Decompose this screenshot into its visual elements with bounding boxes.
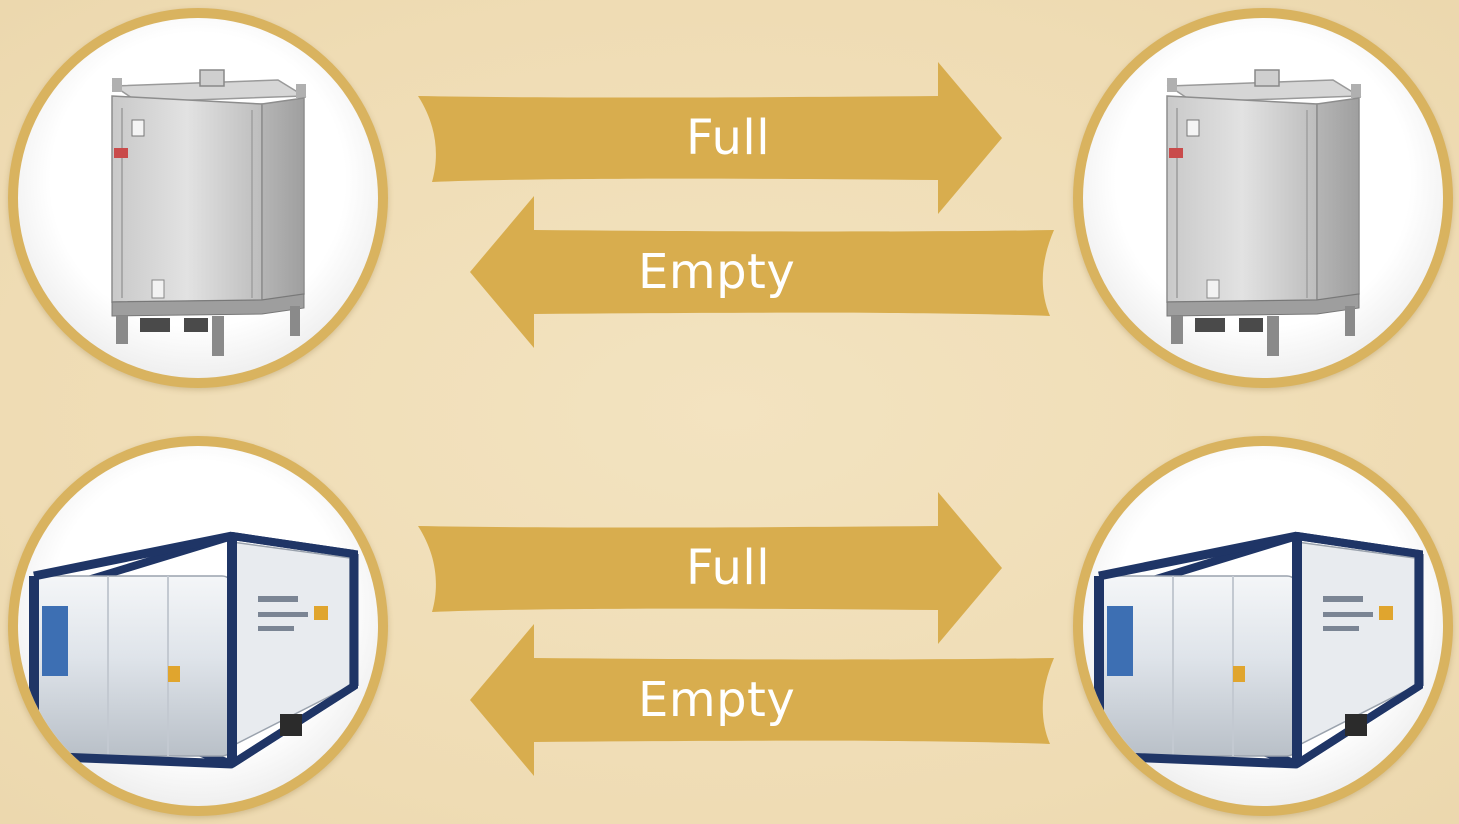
ibc-tote-left-circle [8,8,388,388]
iso-tank-right-circle [1073,436,1453,816]
arrow-label-empty-row2: Empty [638,672,796,728]
arrow-empty-row1: Empty [462,192,1062,352]
arrow-label-full-row2: Full [686,540,771,596]
arrow-full-row1: Full [410,58,1010,218]
iso-tank-container-icon [1094,531,1424,769]
arrow-label-full-row1: Full [686,110,771,166]
arrow-empty-row2: Empty [462,620,1062,780]
ibc-tote-right-circle [1073,8,1453,388]
ibc-tote-container-icon [1166,69,1362,356]
ibc-tote-container-icon [111,69,307,356]
arrow-full-row2: Full [410,488,1010,648]
iso-tank-left-circle [8,436,388,816]
iso-tank-container-icon [29,531,359,769]
arrow-label-empty-row1: Empty [638,244,796,300]
